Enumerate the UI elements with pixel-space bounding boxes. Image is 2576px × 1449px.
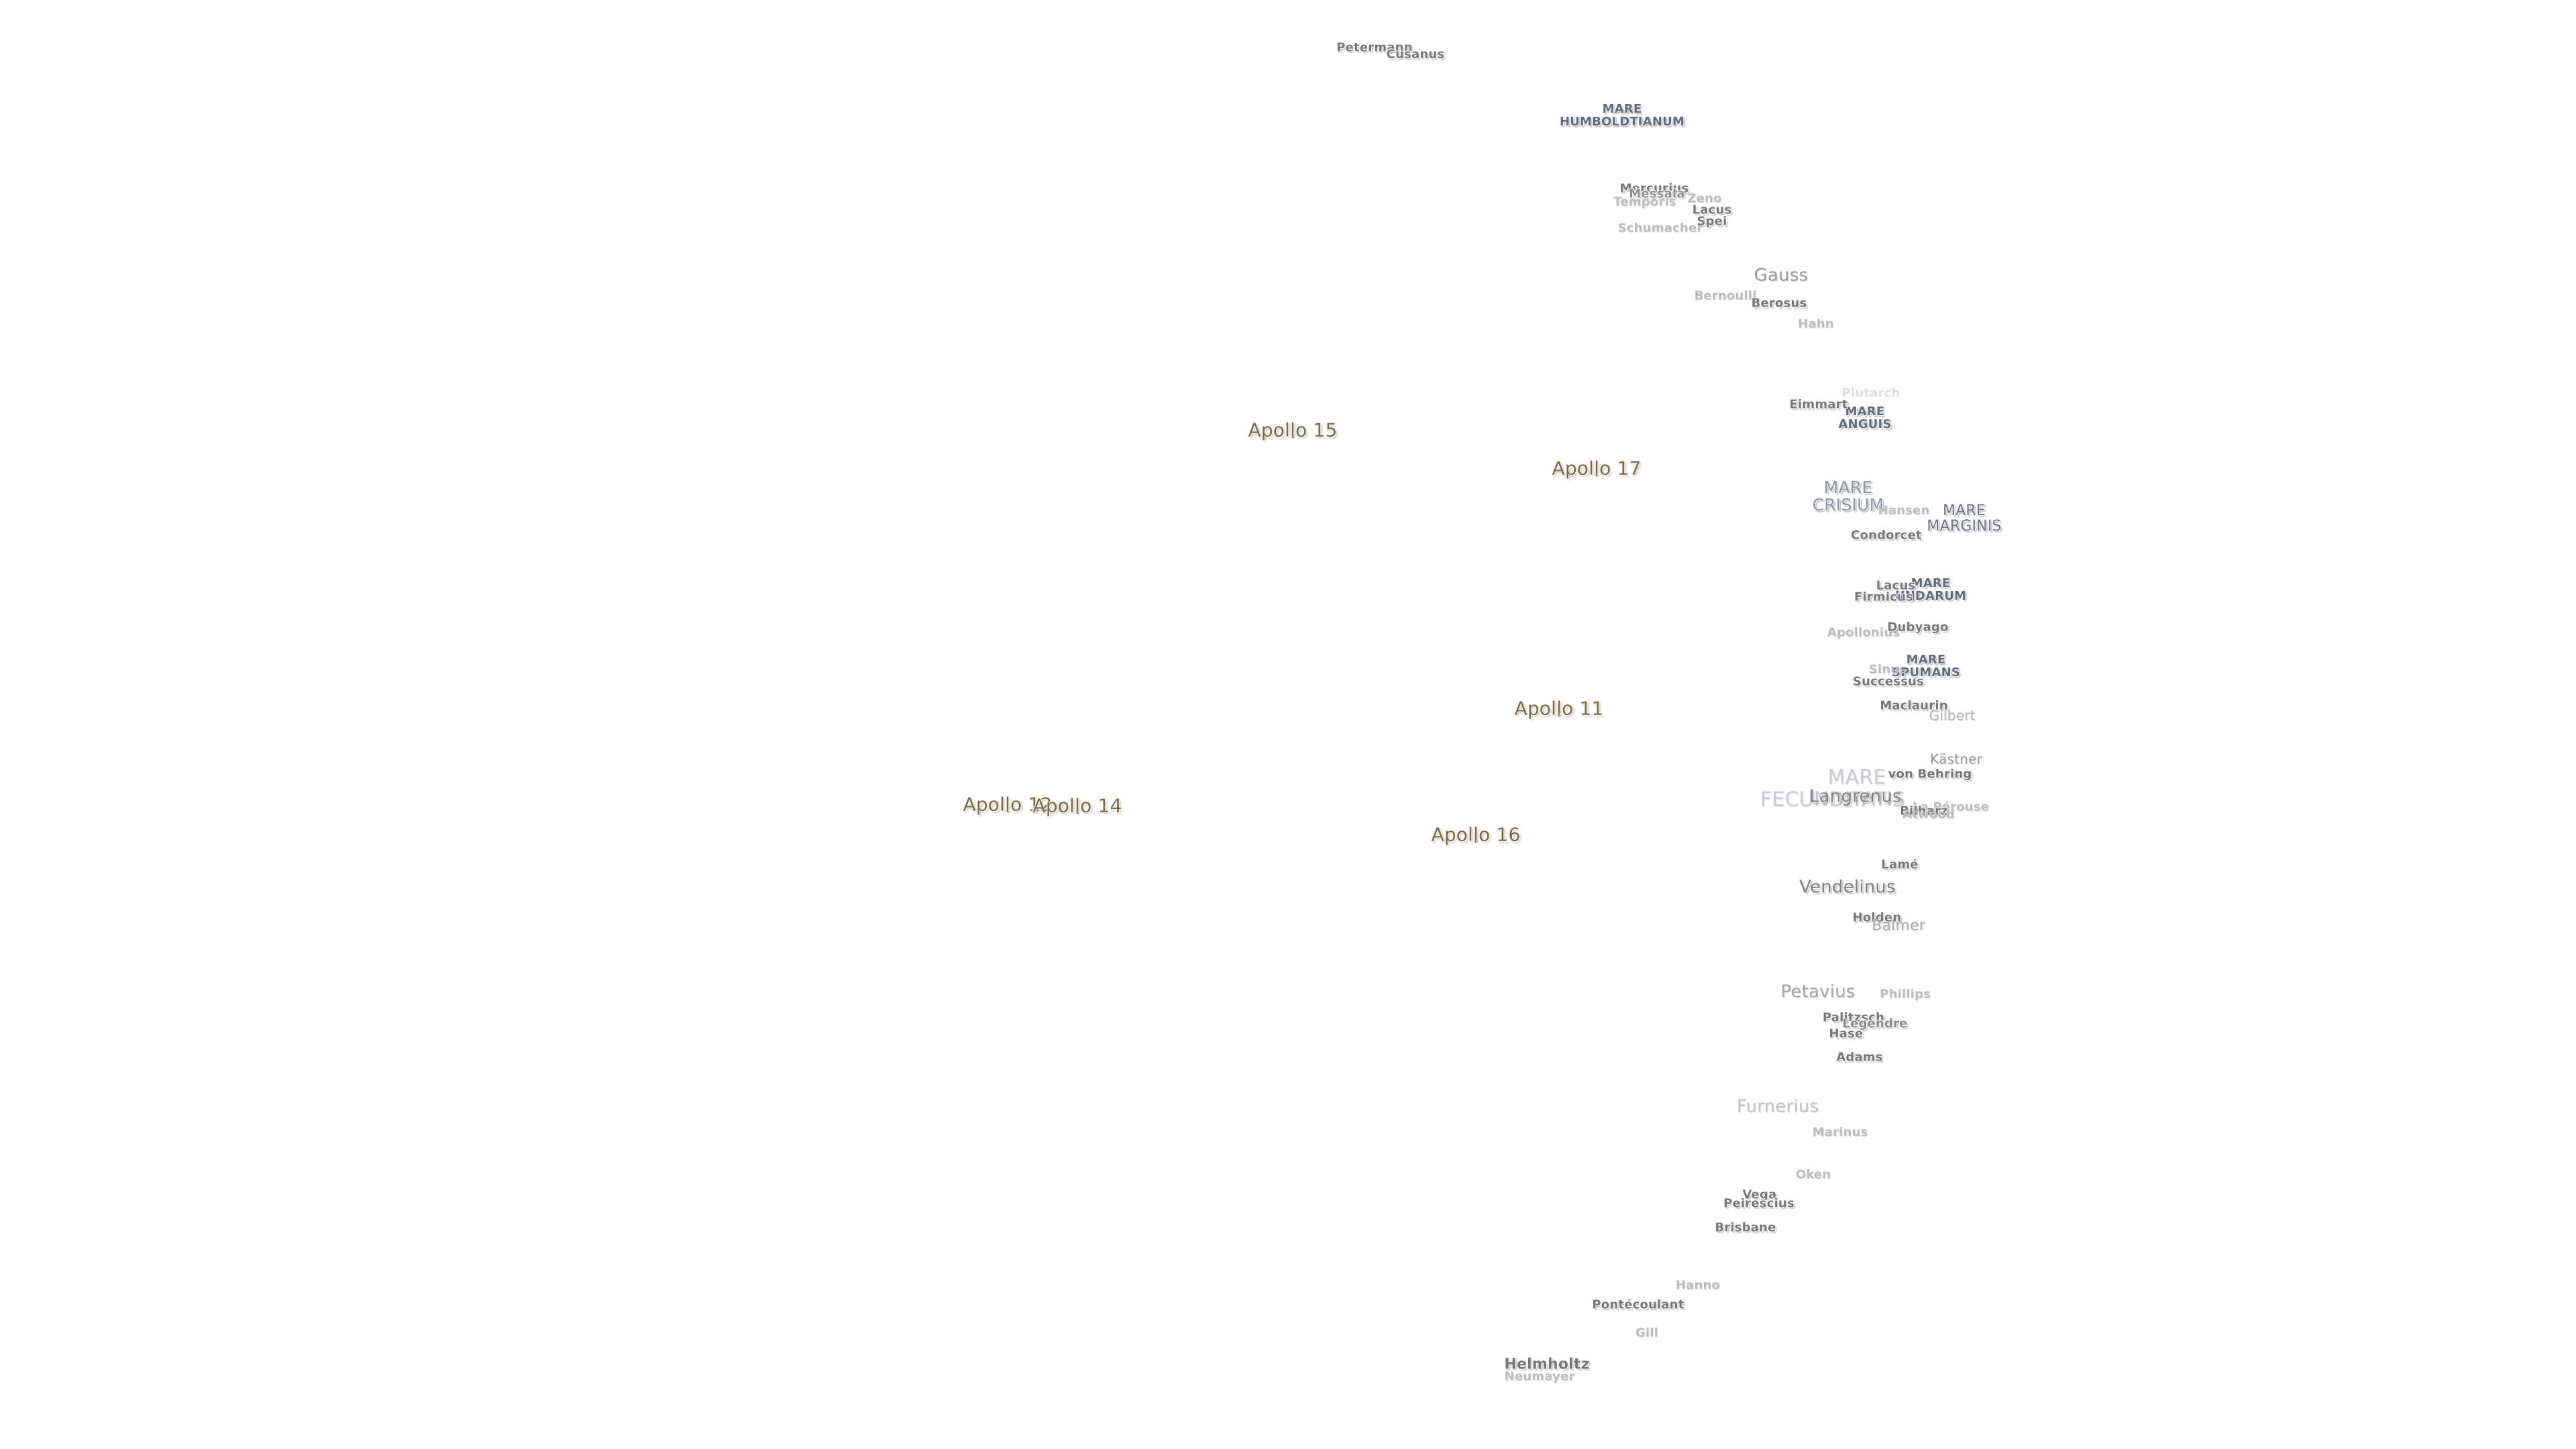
- crater-petermann: Petermann: [1336, 40, 1413, 55]
- crater-zeno: Zeno: [1687, 191, 1722, 206]
- crater-legendre: Legendre: [1842, 1016, 1908, 1031]
- crater-kastner: Kästner: [1930, 751, 1982, 767]
- mare-crisium-label: MARE CRISIUM: [1812, 477, 1884, 515]
- crater-maclaurin: Maclaurin: [1880, 698, 1948, 713]
- crater-von-behring: von Behring: [1888, 767, 1972, 782]
- apollo-11-label[interactable]: Apollo 11: [1514, 697, 1604, 720]
- crater-gill: Gill: [1635, 1326, 1659, 1340]
- mare-spumans-label: MARE SPUMANS: [1891, 653, 1961, 680]
- lacus-spei-line2: Spei: [1697, 214, 1727, 229]
- mare-anguis-label: MARE ANGUIS: [1838, 405, 1892, 431]
- mare-marginis-label: MARE MARGINIS: [1927, 502, 2002, 535]
- mare-fecunditatis-top-label: MARE: [1827, 765, 1886, 790]
- crater-firmicus: Firmicus: [1854, 590, 1914, 604]
- apollo-14-marker: [1075, 811, 1079, 814]
- apollo-17-label[interactable]: Apollo 17: [1552, 457, 1642, 480]
- lacus-temporis: Temporis: [1613, 195, 1676, 209]
- apollo-16-text: Apollo 16: [1431, 823, 1521, 846]
- crater-hanno: Hanno: [1675, 1278, 1721, 1293]
- mare-undarum-label: MARE UNDARUM: [1894, 576, 1967, 603]
- crater-mercurius: Mercurius: [1619, 181, 1689, 196]
- crater-neumayer: Neumayer: [1504, 1369, 1575, 1384]
- crater-messala: Messala: [1629, 186, 1685, 201]
- crater-furnerius: Furnerius: [1736, 1096, 1819, 1117]
- mare-humboldtianum-label: MARE HUMBOLDTIANUM: [1559, 102, 1685, 129]
- apollo-16-label[interactable]: Apollo 16: [1431, 823, 1521, 846]
- sinus-label: Sinus: [1868, 662, 1907, 677]
- crater-plutarch: Plutarch: [1841, 386, 1900, 400]
- apollo-11-marker: [1557, 714, 1560, 717]
- crater-gilbert: Gilbert: [1929, 707, 1976, 724]
- crater-vendelinus: Vendelinus: [1799, 877, 1896, 898]
- apollo-17-marker: [1595, 474, 1598, 477]
- crater-holden: Holden: [1852, 910, 1902, 925]
- apollo-15-label[interactable]: Apollo 15: [1248, 419, 1338, 441]
- lacus-spei-line1: Lacus: [1692, 203, 1732, 217]
- crater-gauss: Gauss: [1754, 265, 1809, 286]
- crater-brisbane: Brisbane: [1715, 1220, 1776, 1235]
- crater-dubyago: Dubyago: [1887, 620, 1949, 635]
- apollo-11-text: Apollo 11: [1514, 697, 1604, 720]
- crater-petavius: Petavius: [1780, 981, 1856, 1002]
- crater-langrenus: Langrenus: [1809, 786, 1902, 807]
- apollo-15-marker: [1291, 435, 1294, 439]
- crater-marinus: Marinus: [1812, 1125, 1868, 1140]
- crater-hansen: Hansen: [1878, 503, 1930, 518]
- crater-atwood: Atwood: [1902, 807, 1955, 822]
- crater-schumacher: Schumacher: [1617, 221, 1703, 235]
- apollo-15-text: Apollo 15: [1248, 419, 1338, 441]
- apollo-14-label[interactable]: Apollo 14: [1032, 794, 1122, 817]
- lacus-perseverantiae: Lacus: [1876, 578, 1916, 593]
- crater-hahn: Hahn: [1798, 317, 1834, 331]
- apollo-17-text: Apollo 17: [1552, 457, 1642, 480]
- mare-fecunditatis-bottom-label: FECUNDITATIS: [1760, 788, 1906, 812]
- crater-vega: Vega: [1742, 1187, 1777, 1202]
- apollo-12-marker: [1006, 810, 1009, 813]
- crater-adams: Adams: [1836, 1050, 1883, 1065]
- crater-eimmart: Eimmart: [1789, 397, 1848, 412]
- crater-bernoulli: Bernoulli: [1694, 288, 1757, 303]
- crater-lame: Lamé: [1881, 857, 1919, 872]
- crater-balmer: Balmer: [1872, 917, 1925, 934]
- crater-bilharz: Bilharz: [1900, 804, 1948, 818]
- apollo-14-text: Apollo 14: [1032, 794, 1122, 817]
- crater-peirescius: Peirescius: [1723, 1196, 1794, 1211]
- crater-apollonius: Apollonius: [1827, 625, 1900, 640]
- crater-berosus: Berosus: [1751, 296, 1807, 311]
- sinus-successus: Successus: [1852, 674, 1925, 689]
- crater-la-perouse: La Pérouse: [1912, 800, 1990, 814]
- apollo-12-text: Apollo 12: [963, 793, 1053, 816]
- crater-oken: Oken: [1795, 1167, 1831, 1182]
- crater-palitzsch: Palitzsch: [1822, 1010, 1885, 1025]
- crater-phillips: Phillips: [1880, 987, 1931, 1002]
- apollo-16-marker: [1474, 840, 1477, 843]
- crater-hase: Hase: [1829, 1026, 1864, 1041]
- crater-helmholtz: Helmholtz: [1504, 1356, 1590, 1373]
- crater-cusanus: Cusanus: [1386, 47, 1445, 62]
- apollo-12-label[interactable]: Apollo 12: [963, 793, 1053, 816]
- crater-pontecoulant: Pontécoulant: [1592, 1297, 1684, 1312]
- crater-condorcet: Condorcet: [1851, 528, 1922, 543]
